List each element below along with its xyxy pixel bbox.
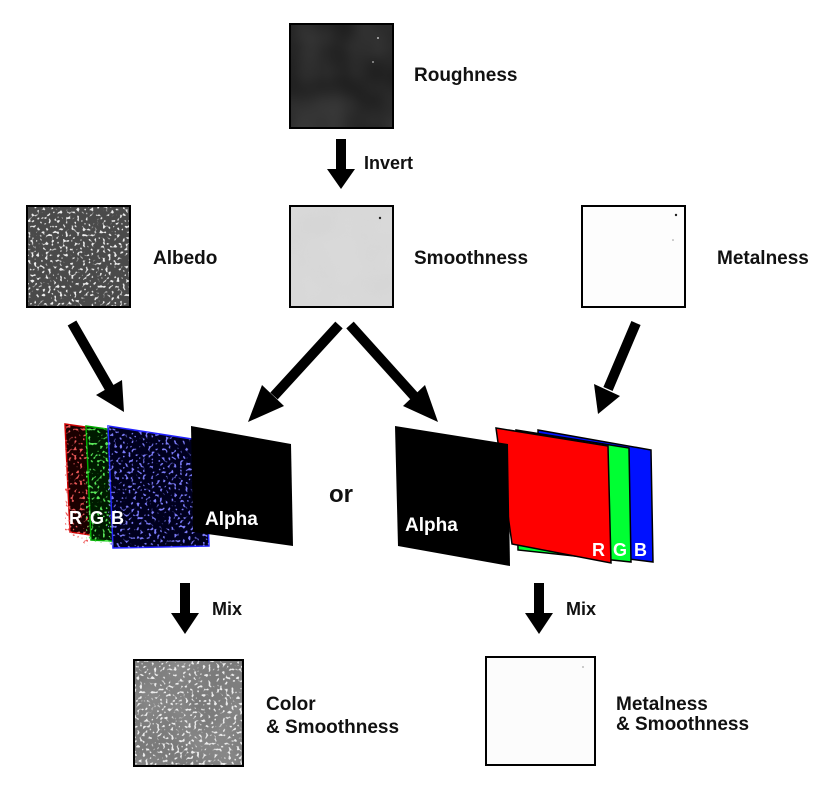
smoothness-label: Smoothness <box>414 248 528 269</box>
alpha-channel-layer-left <box>191 426 293 546</box>
albedo-to-rgb-arrow <box>67 320 124 412</box>
roughness-label: Roughness <box>414 65 517 86</box>
channel-r-label-left: R <box>69 508 82 528</box>
channel-r-label-right: R <box>592 540 605 560</box>
alpha-label-left: Alpha <box>205 509 258 530</box>
metalness-smoothness-texture <box>485 656 596 766</box>
left-channel-stack <box>64 423 293 549</box>
smoothness-to-alpha-right-arrow <box>346 321 438 422</box>
metalness-to-rgb-arrow <box>594 321 641 414</box>
invert-arrow <box>327 139 355 189</box>
channel-b-label-left: B <box>111 508 124 528</box>
metalness-label: Metalness <box>717 248 809 269</box>
smoothness-texture <box>289 205 394 308</box>
mix-arrow-right <box>525 583 553 634</box>
albedo-label: Albedo <box>153 248 217 269</box>
mix-arrow-left <box>171 583 199 634</box>
smoothness-to-alpha-left-arrow <box>248 321 343 422</box>
channel-g-label-left: G <box>90 508 104 528</box>
roughness-texture <box>289 23 394 129</box>
mix-label-right: Mix <box>566 599 596 619</box>
color-smoothness-label-line1: Color <box>266 694 316 715</box>
channel-g-label-right: G <box>613 540 627 560</box>
blue-channel-layer-left <box>107 425 210 549</box>
color-smoothness-texture <box>133 659 244 767</box>
albedo-texture <box>26 205 131 308</box>
right-channel-stack <box>395 426 654 566</box>
metalness-texture <box>581 205 686 308</box>
channel-b-label-right: B <box>634 540 647 560</box>
alpha-channel-layer-right <box>395 426 510 566</box>
mix-label-left: Mix <box>212 599 242 619</box>
or-label: or <box>329 481 353 508</box>
color-smoothness-label-line2: & Smoothness <box>266 717 399 738</box>
invert-label: Invert <box>364 153 413 173</box>
metalness-smoothness-label-line2: & Smoothness <box>616 714 749 735</box>
metalness-smoothness-label-line1: Metalness <box>616 694 708 715</box>
alpha-label-right: Alpha <box>405 515 458 536</box>
